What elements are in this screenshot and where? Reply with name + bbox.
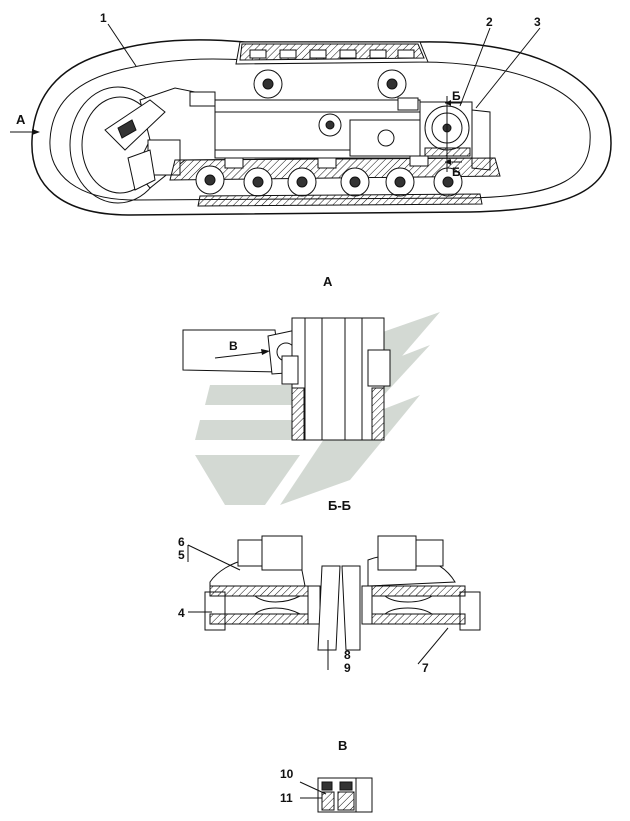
main-track-view: Б Б А 1 2 3 [10,11,612,216]
section-mark-bb: Б Б [445,89,462,179]
view-a-title: А [323,274,333,289]
callout-8: 8 [344,648,351,662]
section-mark-label-bottom: Б [452,165,461,179]
view-arrow-a: А [10,112,40,135]
callout-9: 9 [344,661,351,675]
callout-7: 7 [422,661,429,675]
section-bb-drawing [187,535,481,670]
section-mark-label-top: Б [452,89,461,103]
callout-11: 11 [280,791,293,805]
callout-2: 2 [486,15,493,29]
callout-6: 6 [178,535,185,549]
callout-10: 10 [280,767,294,781]
carrier-rollers [253,69,407,99]
view-v-drawing [299,777,373,813]
view-a-drawing: В [182,317,391,441]
callout-3: 3 [534,15,541,29]
callout-1: 1 [100,11,107,25]
upper-track-links [235,41,429,65]
view-v-arrow-label: В [229,339,238,353]
view-v-title: В [338,738,347,753]
drive-gearbox [397,97,491,171]
callout-4: 4 [178,606,185,620]
callout-5: 5 [178,548,185,562]
section-bb-title: Б-Б [328,498,351,513]
view-arrow-a-label: А [16,112,26,127]
track-rollers [169,155,501,207]
tension-bracket [104,99,166,191]
